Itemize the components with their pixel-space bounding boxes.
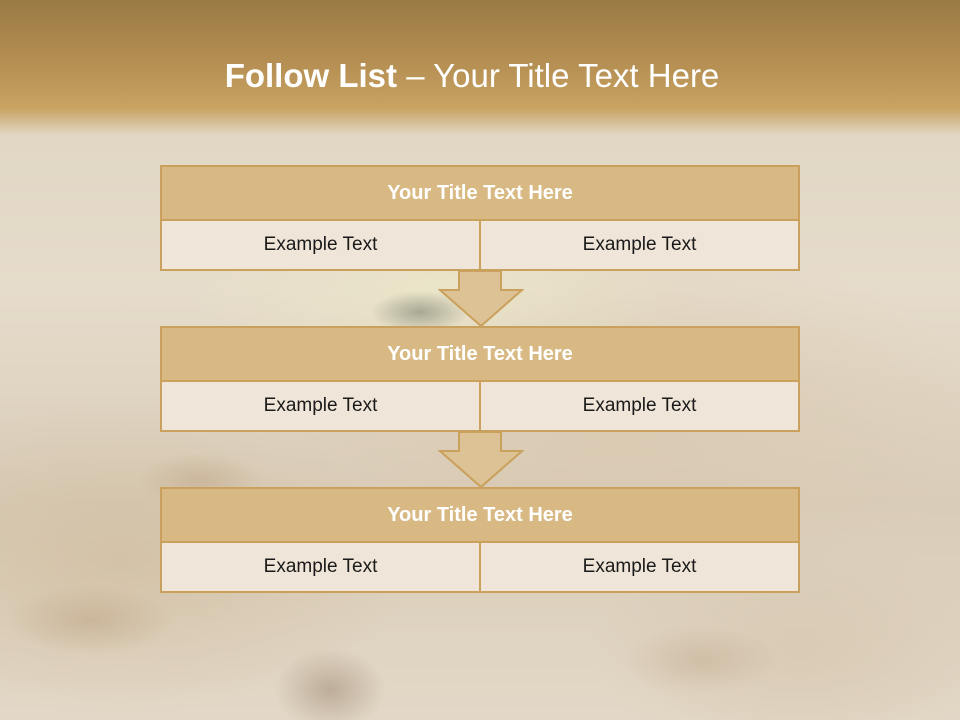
block-row: Example Text Example Text	[160, 543, 800, 593]
block-title[interactable]: Your Title Text Here	[160, 326, 800, 382]
block-cell-right[interactable]: Example Text	[479, 543, 798, 591]
list-block-3: Your Title Text Here Example Text Exampl…	[160, 487, 800, 593]
list-block-1: Your Title Text Here Example Text Exampl…	[160, 165, 800, 271]
slide-title-bold: Follow List	[224, 57, 398, 94]
block-cell-left[interactable]: Example Text	[263, 395, 378, 416]
list-block-2: Your Title Text Here Example Text Exampl…	[160, 326, 800, 432]
block-row: Example Text Example Text	[160, 221, 800, 271]
block-row: Example Text Example Text	[160, 382, 800, 432]
down-arrow-icon	[438, 431, 524, 489]
down-arrow-icon	[438, 270, 524, 328]
slide-title: Follow List – Your Title Text Here	[0, 56, 944, 96]
block-cell-left[interactable]: Example Text	[263, 234, 378, 255]
block-cell-right[interactable]: Example Text	[479, 221, 798, 269]
block-title[interactable]: Your Title Text Here	[160, 165, 800, 221]
slide-title-rest: – Your Title Text Here	[397, 57, 720, 94]
header-band	[0, 0, 960, 135]
block-title[interactable]: Your Title Text Here	[160, 487, 800, 543]
block-cell-left[interactable]: Example Text	[263, 556, 378, 577]
block-cell-right[interactable]: Example Text	[479, 382, 798, 430]
